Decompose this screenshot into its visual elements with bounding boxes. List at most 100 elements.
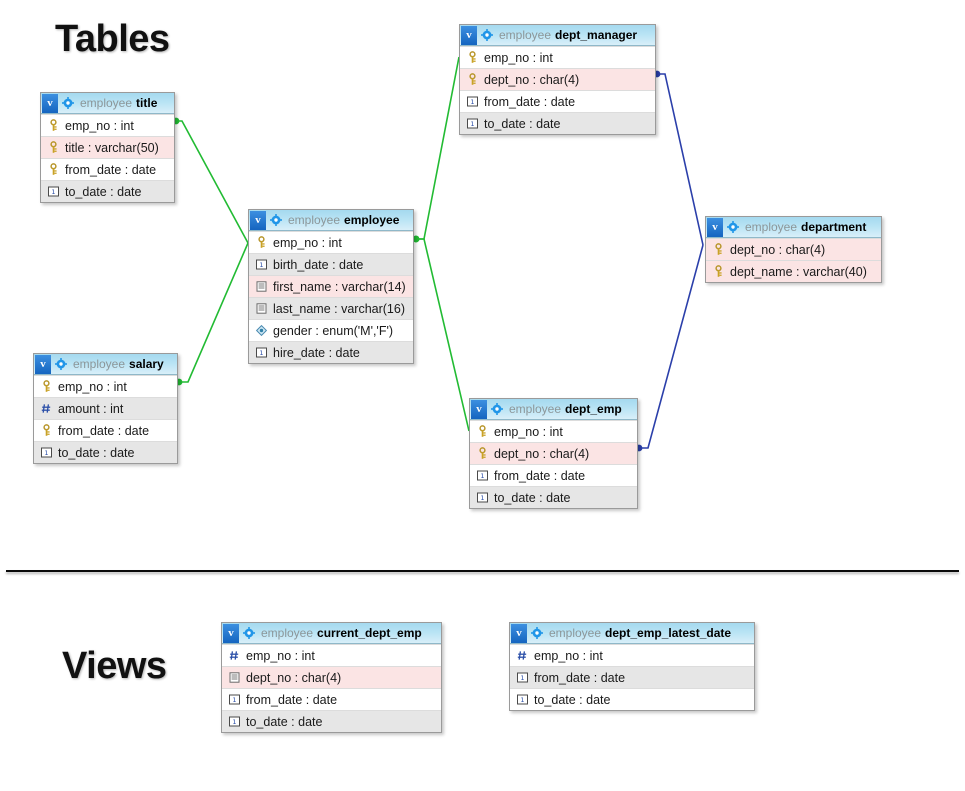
relationship-link-title-employee	[176, 120, 249, 244]
entity-column-row[interactable]: emp_no : int	[222, 644, 441, 666]
entity-column-row[interactable]: last_name : varchar(16)	[249, 297, 413, 319]
entity-column-label: from_date : date	[494, 468, 586, 483]
date-icon: 1	[466, 95, 479, 108]
entity-column-label: from_date : date	[246, 692, 338, 707]
entity-column-row[interactable]: 1 to_date : date	[460, 112, 655, 134]
entity-table-name: salary	[129, 357, 164, 371]
entity-column-label: to_date : date	[534, 692, 611, 707]
svg-text:1: 1	[232, 696, 236, 704]
entity-column-row[interactable]: emp_no : int	[41, 114, 174, 136]
entity-column-row[interactable]: dept_no : char(4)	[470, 442, 637, 464]
view-badge-icon: v	[707, 217, 723, 237]
gear-icon	[243, 627, 255, 639]
entity-column-row[interactable]: from_date : date	[34, 419, 177, 441]
date-icon: 1	[516, 693, 529, 706]
key-icon	[47, 163, 60, 176]
entity-column-label: to_date : date	[484, 116, 561, 131]
svg-text:1: 1	[520, 674, 524, 682]
entity-column-row[interactable]: 1 from_date : date	[222, 688, 441, 710]
key-icon	[466, 51, 479, 64]
entity-column-label: emp_no : int	[246, 648, 315, 663]
date-icon: 1	[516, 671, 529, 684]
entity-column-row[interactable]: dept_no : char(4)	[706, 238, 881, 260]
section-title-tables: Tables	[55, 18, 170, 60]
key-icon	[712, 265, 725, 278]
entity-column-row[interactable]: gender : enum('M','F')	[249, 319, 413, 341]
view-badge-icon: v	[461, 25, 477, 45]
entity-column-label: hire_date : date	[273, 345, 360, 360]
entity-column-row[interactable]: emp_no : int	[470, 420, 637, 442]
entity-schema-name: employee	[509, 402, 562, 416]
svg-text:1: 1	[232, 718, 236, 726]
section-title-views: Views	[62, 645, 167, 687]
key-icon	[40, 424, 53, 437]
key-icon	[40, 380, 53, 393]
entity-column-row[interactable]: emp_no : int	[249, 231, 413, 253]
entity-table-name: employee	[344, 213, 400, 227]
text-icon	[255, 280, 268, 293]
relationship-link-salary-employee	[179, 242, 249, 383]
entity-table-name: title	[136, 96, 158, 110]
entity-column-row[interactable]: emp_no : int	[34, 375, 177, 397]
entity-table-name: current_dept_emp	[317, 626, 422, 640]
entity-schema-name: employee	[288, 213, 341, 227]
entity-column-row[interactable]: from_date : date	[41, 158, 174, 180]
entity-column-row[interactable]: first_name : varchar(14)	[249, 275, 413, 297]
entity-schema-name: employee	[745, 220, 798, 234]
entity-column-row[interactable]: dept_no : char(4)	[222, 666, 441, 688]
entity-column-row[interactable]: amount : int	[34, 397, 177, 419]
entity-column-row[interactable]: 1 to_date : date	[510, 688, 754, 710]
entity-schema-name: employee	[499, 28, 552, 42]
entity-column-row[interactable]: dept_no : char(4)	[460, 68, 655, 90]
svg-text:1: 1	[470, 120, 474, 128]
relationship-link-employee-dept_manager	[416, 56, 460, 240]
date-icon: 1	[47, 185, 60, 198]
entity-table-name: dept_manager	[555, 28, 638, 42]
entity-column-label: gender : enum('M','F')	[273, 323, 394, 338]
view-badge-icon: v	[223, 623, 239, 643]
key-icon	[47, 141, 60, 154]
entity-column-label: to_date : date	[58, 445, 135, 460]
relationship-link-employee-dept_emp	[416, 238, 470, 432]
entity-column-row[interactable]: emp_no : int	[510, 644, 754, 666]
num-icon	[516, 649, 529, 662]
entity-column-row[interactable]: dept_name : varchar(40)	[706, 260, 881, 282]
entity-column-row[interactable]: title : varchar(50)	[41, 136, 174, 158]
view-badge-icon: v	[250, 210, 266, 230]
entity-column-label: from_date : date	[58, 423, 150, 438]
date-icon: 1	[255, 258, 268, 271]
key-icon	[255, 236, 268, 249]
entity-column-label: title : varchar(50)	[65, 140, 159, 155]
entity-column-label: emp_no : int	[534, 648, 603, 663]
entity-table-name: department	[801, 220, 867, 234]
key-icon	[47, 119, 60, 132]
entity-schema-name: employee	[73, 357, 126, 371]
num-icon	[40, 402, 53, 415]
entity-column-row[interactable]: emp_no : int	[460, 46, 655, 68]
